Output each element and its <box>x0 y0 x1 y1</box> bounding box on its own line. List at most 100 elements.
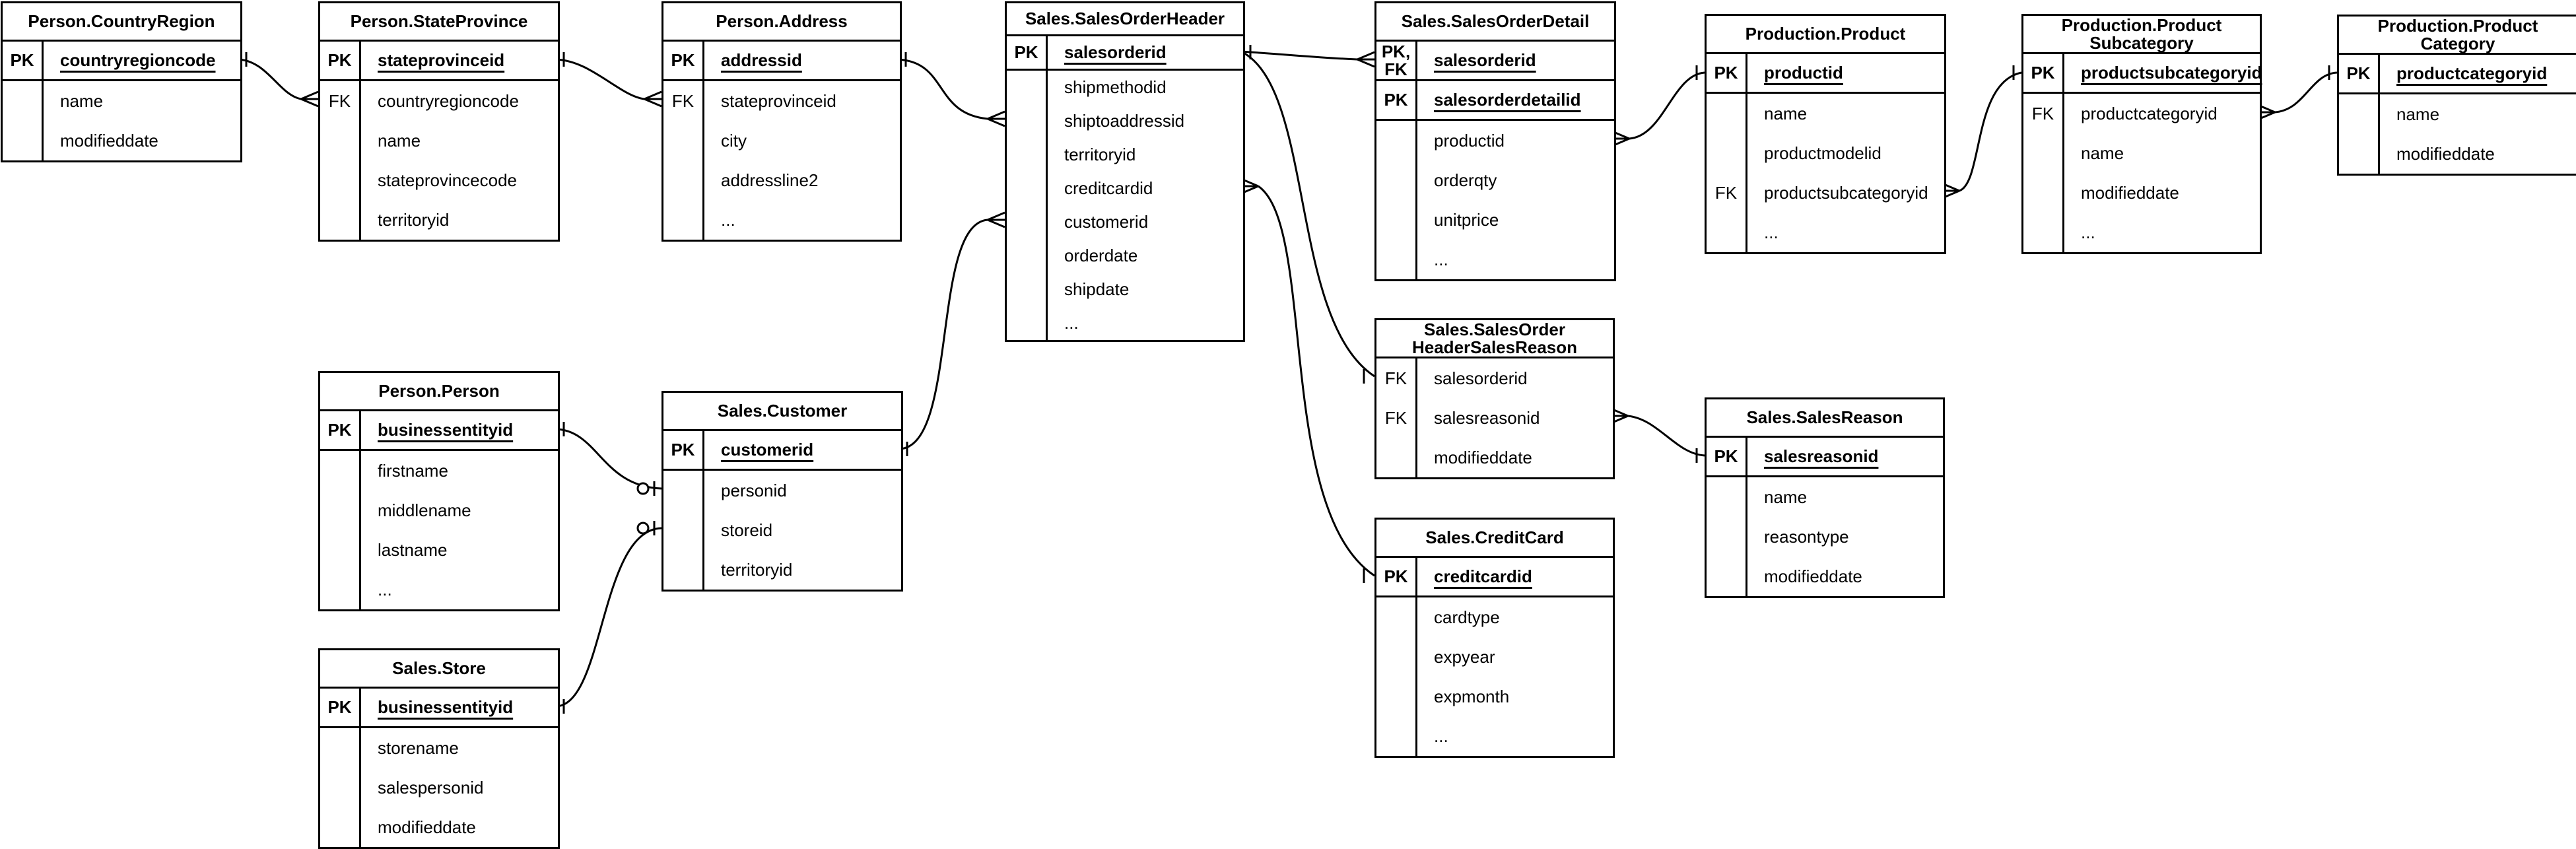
rel-address-salesorderheader <box>897 52 1005 127</box>
column-name: orderqty <box>1434 170 1497 190</box>
relationship-line <box>2274 71 2338 114</box>
key-indicator <box>1707 213 1747 252</box>
column-name: ... <box>2081 222 2095 242</box>
key-indicator <box>1376 200 1417 240</box>
key-indicator: FK <box>1376 358 1417 398</box>
key-indicator: PK <box>2339 55 2380 92</box>
entity-title: Person.StateProvince <box>320 3 558 42</box>
column-name: productsubcategoryid <box>2081 63 2262 83</box>
key-indicator: PK <box>663 42 704 79</box>
column-name: modifieddate <box>60 130 158 151</box>
key-indicator <box>1376 240 1417 279</box>
column-name: reasontype <box>1764 526 1849 547</box>
entity-title: Sales.SalesOrder HeaderSalesReason <box>1376 320 1613 358</box>
column-row: name <box>3 81 240 121</box>
key-indicator <box>1707 477 1747 517</box>
column-name: personid <box>721 480 787 500</box>
column-row: name <box>1707 477 1943 517</box>
column-row: modifieddate <box>3 121 240 160</box>
key-indicator <box>2023 213 2064 252</box>
column-row: shipdate <box>1007 273 1243 306</box>
rel-product-productsubcategory <box>1942 65 2022 199</box>
column-name: salesorderid <box>1434 368 1528 388</box>
column-name: businessentityid <box>378 697 514 717</box>
rel-person-customer <box>555 422 662 496</box>
key-indicator <box>3 121 44 160</box>
rel-productsubcategory-productcategory <box>2257 65 2338 121</box>
crow-foot-many-icon <box>300 90 319 108</box>
key-indicator <box>1707 517 1747 557</box>
rel-store-customer <box>555 521 662 714</box>
key-indicator <box>3 81 44 121</box>
key-indicator <box>1376 160 1417 200</box>
column-name: productcategoryid <box>2081 103 2218 123</box>
column-row: FK productcategoryid <box>2023 94 2260 133</box>
key-indicator <box>1007 306 1048 340</box>
column-name: businessentityid <box>378 420 514 440</box>
entity-title: Production.Product Subcategory <box>2023 16 2260 54</box>
key-indicator <box>663 510 704 550</box>
key-indicator: FK <box>1707 173 1747 213</box>
column-row: modifieddate <box>320 807 558 847</box>
key-indicator <box>320 160 361 200</box>
key-indicator: FK <box>2023 94 2064 133</box>
column-name: city <box>721 130 747 151</box>
column-row: shiptoaddressid <box>1007 104 1243 138</box>
column-row: territoryid <box>663 550 901 590</box>
column-name: productsubcategoryid <box>1764 182 1928 203</box>
key-indicator: PK <box>320 689 361 726</box>
column-row: FK productsubcategoryid <box>1707 173 1944 213</box>
column-row: name <box>1707 94 1944 133</box>
crow-foot-many-icon <box>987 211 1005 228</box>
column-name: salespersonid <box>378 777 484 798</box>
column-row: orderdate <box>1007 239 1243 273</box>
key-indicator <box>1376 716 1417 756</box>
entity-title: Person.CountryRegion <box>3 3 240 42</box>
column-name: expyear <box>1434 646 1495 667</box>
entity-title: Person.Address <box>663 3 900 42</box>
column-name: name <box>1764 103 1808 123</box>
column-row: modifieddate <box>2339 134 2576 174</box>
column-name: salesreasonid <box>1764 446 1879 466</box>
column-row: productid <box>1376 121 1614 160</box>
column-name: storeid <box>721 520 773 540</box>
column-name: name <box>60 90 104 111</box>
column-row: storeid <box>663 510 901 550</box>
column-name: modifieddate <box>1434 447 1532 467</box>
key-indicator <box>1007 172 1048 205</box>
column-row: FK salesorderid <box>1376 358 1613 398</box>
crow-foot-many-icon <box>1357 51 1375 68</box>
column-row: ... <box>2023 213 2260 252</box>
column-name: ... <box>378 579 392 599</box>
rel-salesorderheader-creditcard <box>1240 178 1375 583</box>
column-name: modifieddate <box>1764 566 1862 586</box>
column-row: unitprice <box>1376 200 1614 240</box>
column-row: shipmethodid <box>1007 71 1243 104</box>
relationship-line <box>555 527 662 708</box>
rel-customer-salesorderheader <box>898 211 1005 456</box>
key-indicator <box>1376 121 1417 160</box>
key-indicator <box>1376 597 1417 637</box>
column-row: customerid <box>1007 205 1243 239</box>
column-name: stateprovincecode <box>378 170 518 190</box>
relationship-line <box>238 58 302 100</box>
key-indicator: PK <box>1376 558 1417 595</box>
crow-foot-many-icon <box>644 90 662 108</box>
column-row: lastname <box>320 530 558 570</box>
column-row: name <box>2023 133 2260 173</box>
column-row: productmodelid <box>1707 133 1944 173</box>
column-name: territoryid <box>721 559 793 580</box>
